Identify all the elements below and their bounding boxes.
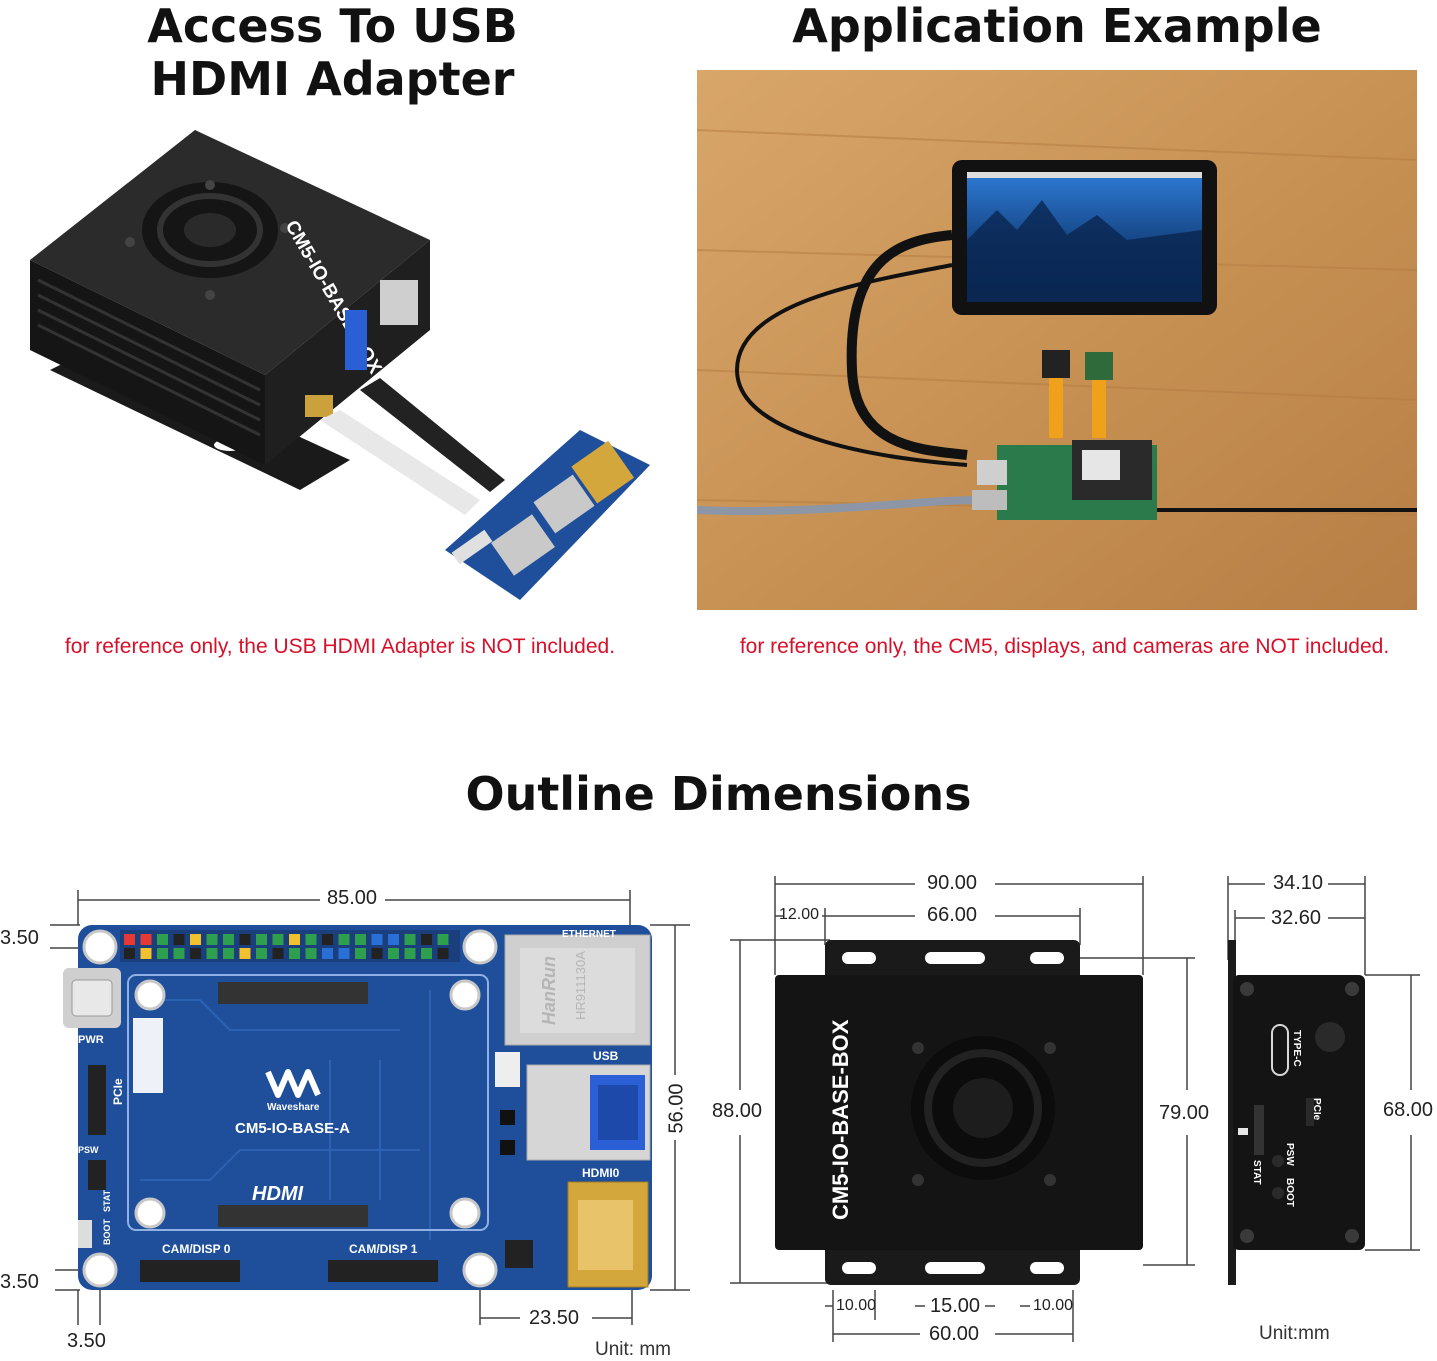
gpio-header bbox=[124, 934, 449, 959]
gpio-pin bbox=[157, 934, 168, 945]
gpio-pin bbox=[388, 934, 399, 945]
board-hole-bottom-dim: 3.50 bbox=[0, 1271, 39, 1293]
gpio-pin bbox=[223, 948, 234, 959]
board-hole-left-dim: 3.50 bbox=[67, 1330, 106, 1352]
board-label-ethernet: ETHERNET bbox=[562, 929, 616, 940]
board-label-boot: BOOT bbox=[102, 1218, 112, 1245]
gpio-pin bbox=[355, 934, 366, 945]
gpio-pin bbox=[206, 948, 218, 959]
side-inner-dim: 32.60 bbox=[1271, 907, 1322, 929]
gpio-pin bbox=[289, 948, 300, 959]
side-unit: Unit:mm bbox=[1259, 1323, 1330, 1344]
gpio-pin bbox=[437, 934, 449, 945]
gpio-pin bbox=[190, 934, 201, 945]
gpio-pin bbox=[173, 934, 185, 945]
side-label-stat: STAT bbox=[1251, 1160, 1262, 1185]
application-title: Application Example bbox=[792, 0, 1322, 53]
box-top-diagram: CM5-IO-BASE-BOX bbox=[730, 876, 1195, 1342]
box-slot-right-dim: 10.00 bbox=[1033, 1297, 1074, 1314]
side-outer-dim: 34.10 bbox=[1273, 872, 1324, 894]
gpio-pin bbox=[206, 934, 218, 945]
gpio-pin bbox=[371, 934, 383, 945]
gpio-pin bbox=[437, 948, 449, 959]
side-label-typec: TYPE-C bbox=[1291, 1030, 1302, 1067]
gpio-pin bbox=[322, 948, 333, 959]
board-unit: Unit: mm bbox=[595, 1339, 671, 1360]
gpio-pin bbox=[305, 948, 317, 959]
board-height-dim: 56.00 bbox=[665, 1083, 688, 1134]
box-slot-mid-dim: 15.00 bbox=[930, 1295, 981, 1317]
board-width-dim: 85.00 bbox=[327, 887, 378, 909]
gpio-pin bbox=[272, 948, 284, 959]
board-label-stat: STAT bbox=[102, 1189, 112, 1212]
board-label-usb: USB bbox=[593, 1049, 619, 1063]
board-brand: Waveshare bbox=[267, 1102, 320, 1113]
box-inner-dim: 66.00 bbox=[927, 904, 978, 926]
box-side-diagram: TYPE-C PCIe PSW BOOT STAT bbox=[1227, 876, 1420, 1285]
adapter-photo: CM5-IO-BASE-BOX bbox=[30, 130, 650, 600]
gpio-pin bbox=[289, 934, 300, 945]
box-slot-span-dim: 60.00 bbox=[929, 1323, 980, 1345]
jack-part: HR911130A bbox=[573, 951, 588, 1020]
gpio-pin bbox=[140, 948, 152, 959]
gpio-pin bbox=[124, 948, 135, 959]
adapter-caption: for reference only, the USB HDMI Adapter… bbox=[64, 635, 616, 658]
gpio-pin bbox=[404, 934, 416, 945]
side-label-psw: PSW bbox=[1284, 1143, 1295, 1166]
board-hdmi-logo: HDMI bbox=[252, 1183, 304, 1205]
gpio-pin bbox=[157, 948, 168, 959]
gpio-pin bbox=[140, 934, 152, 945]
board-label-psw: PSW bbox=[78, 1145, 99, 1155]
gpio-pin bbox=[371, 948, 383, 959]
side-label-pcie: PCIe bbox=[1311, 1098, 1322, 1121]
gpio-pin bbox=[256, 934, 267, 945]
board-label-hdmi0: HDMI0 bbox=[582, 1166, 620, 1180]
gpio-pin bbox=[124, 934, 135, 945]
gpio-pin bbox=[223, 934, 234, 945]
gpio-pin bbox=[272, 934, 284, 945]
board-name: CM5-IO-BASE-A bbox=[235, 1120, 350, 1137]
gpio-pin bbox=[388, 948, 399, 959]
gpio-pin bbox=[322, 934, 333, 945]
board-diagram: ETHERNET USB HDMI0 PWR PCIe PSW STAT BOO… bbox=[50, 890, 690, 1325]
gpio-pin bbox=[421, 934, 432, 945]
side-height-dim: 68.00 bbox=[1383, 1099, 1434, 1121]
side-label-boot: BOOT bbox=[1284, 1178, 1295, 1207]
dimensions-title: Outline Dimensions bbox=[465, 767, 972, 821]
gpio-pin bbox=[239, 934, 251, 945]
board-label-pwr: PWR bbox=[78, 1034, 104, 1046]
box-top-label: CM5-IO-BASE-BOX bbox=[828, 1019, 853, 1220]
adapter-title: Access To USB HDMI Adapter bbox=[60, 0, 605, 106]
board-hole-top-dim: 3.50 bbox=[0, 927, 39, 949]
gpio-pin bbox=[256, 948, 267, 959]
gpio-pin bbox=[338, 948, 350, 959]
box-slot-left-dim: 10.00 bbox=[836, 1297, 877, 1314]
gpio-pin bbox=[239, 948, 251, 959]
jack-brand: HanRun bbox=[539, 956, 559, 1025]
board-bottom-offset-dim: 23.50 bbox=[529, 1307, 580, 1329]
application-photo bbox=[697, 70, 1417, 610]
gpio-pin bbox=[190, 948, 201, 959]
gpio-pin bbox=[338, 934, 350, 945]
board-label-cam1: CAM/DISP 1 bbox=[349, 1242, 418, 1256]
board-label-pcie: PCIe bbox=[111, 1078, 125, 1105]
gpio-pin bbox=[404, 948, 416, 959]
gpio-pin bbox=[305, 934, 317, 945]
box-width-dim: 90.00 bbox=[927, 872, 978, 894]
box-body-height-dim: 79.00 bbox=[1159, 1102, 1210, 1124]
adapter-title-line1: Access To USB bbox=[147, 0, 518, 53]
gpio-pin bbox=[421, 948, 432, 959]
gpio-pin bbox=[173, 948, 185, 959]
adapter-title-line2: HDMI Adapter bbox=[150, 51, 515, 106]
gpio-pin bbox=[355, 948, 366, 959]
box-height-dim: 88.00 bbox=[712, 1100, 763, 1122]
box-offset-dim: 12.00 bbox=[779, 906, 820, 923]
application-caption: for reference only, the CM5, displays, a… bbox=[739, 635, 1390, 658]
board-label-cam0: CAM/DISP 0 bbox=[162, 1242, 231, 1256]
